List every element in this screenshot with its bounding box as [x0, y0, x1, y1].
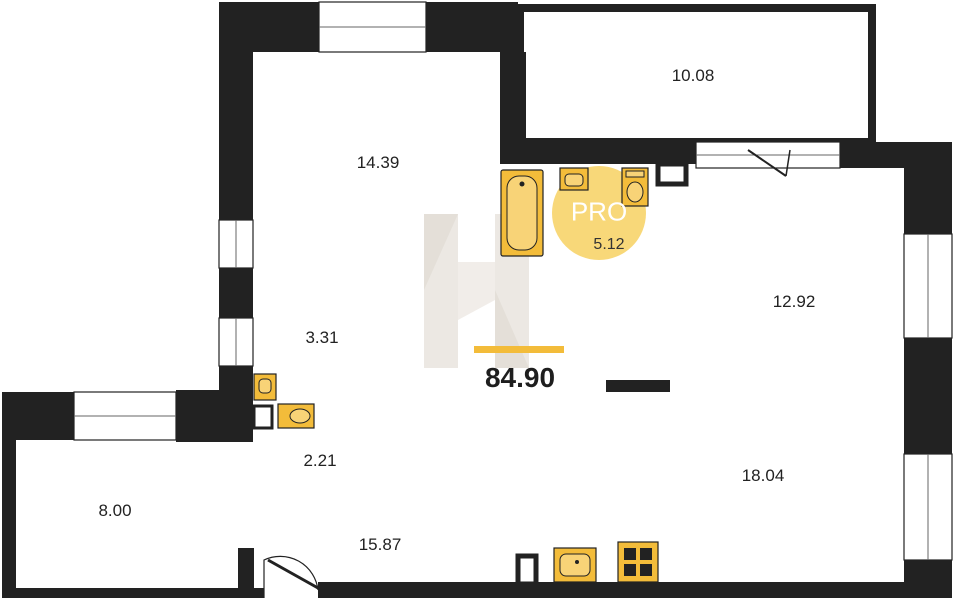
window-right-lower [903, 453, 953, 561]
kitchen-sink-icon [553, 547, 597, 583]
window-left-lower [218, 317, 254, 367]
small-toilet-icon [277, 403, 315, 429]
window-bottom-left [73, 391, 177, 441]
room-area-label: 10.08 [671, 66, 715, 85]
toilet-icon [621, 167, 649, 207]
window-right-upper [903, 233, 953, 339]
room-area-label: 12.92 [772, 292, 816, 311]
room-area-label: 18.04 [741, 466, 785, 485]
washer-box-icon [252, 404, 274, 430]
sink-icon [559, 167, 589, 191]
pro-badge-text: PRO [570, 196, 628, 227]
window-left-upper [218, 219, 254, 269]
total-area: 84.90 [484, 362, 556, 393]
bathtub-icon [500, 169, 544, 257]
room-area-label: 3.31 [305, 328, 339, 347]
room-area-label: 8.00 [98, 501, 132, 520]
balcony-door-window [695, 141, 841, 177]
entry-door [263, 555, 319, 598]
window-top [318, 1, 427, 53]
pro-badge-area: 5.12 [593, 236, 625, 253]
small-sink-icon [253, 373, 277, 401]
stove-icon [617, 541, 659, 583]
room-area-label: 14.39 [356, 153, 400, 172]
total-accent-bar [474, 346, 564, 353]
windows [73, 1, 953, 561]
room-area-label: 2.21 [303, 451, 337, 470]
room-area-label: 15.87 [358, 535, 402, 554]
